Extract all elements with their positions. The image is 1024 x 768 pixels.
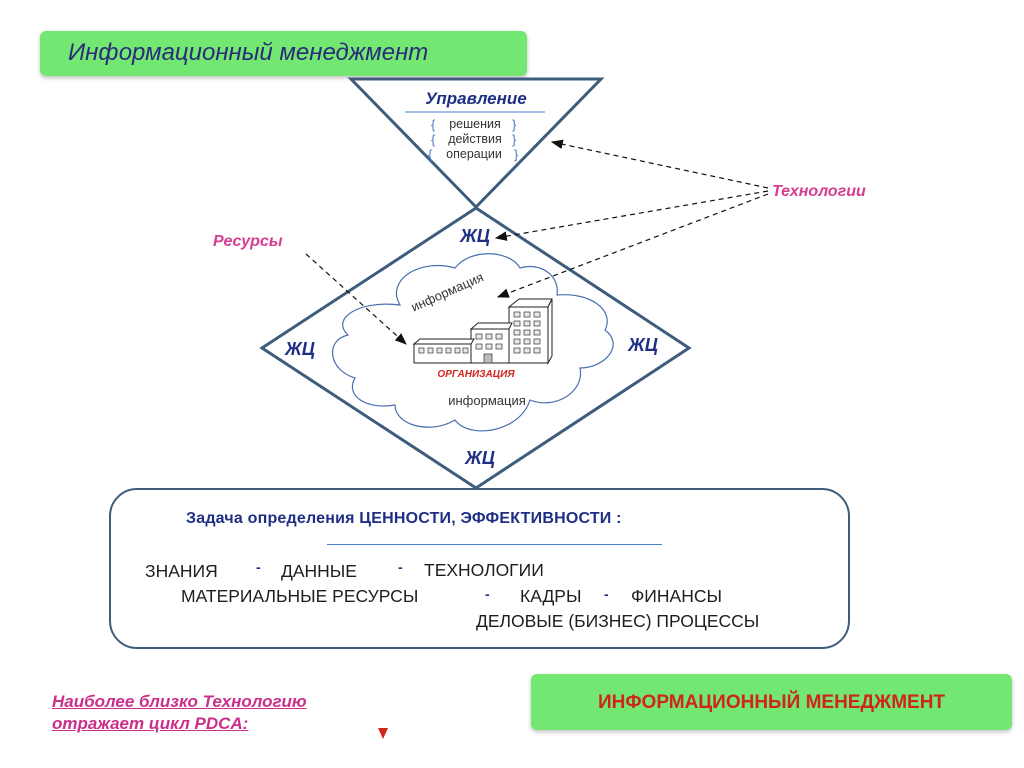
task-title: Задача определения ЦЕННОСТИ, ЭФФЕКТИВНОС…	[186, 510, 622, 527]
task-item-business-processes: ДЕЛОВЫЕ (БИЗНЕС) ПРОЦЕССЫ	[476, 611, 760, 631]
bottom-banner-label: ИНФОРМАЦИОННЫЙ МЕНЕДЖМЕНТ	[597, 692, 946, 713]
task-item-data: ДАННЫЕ	[281, 561, 357, 581]
svg-text:}: }	[512, 117, 517, 132]
task-separator: -	[604, 586, 609, 602]
svg-text:операции: операции	[446, 147, 502, 161]
task-item-material-resources: МАТЕРИАЛЬНЫЕ РЕСУРСЫ	[181, 586, 419, 606]
page-title: Информационный менеджмент	[68, 39, 429, 66]
organization-label: ОРГАНИЗАЦИЯ	[437, 369, 515, 380]
bottom-banner	[531, 674, 1012, 730]
lifecycle-label-bottom: ЖЦ	[464, 448, 495, 468]
pdca-note: Наиболее близко Технологию отражает цикл…	[52, 691, 307, 735]
task-separator: -	[485, 586, 490, 602]
management-heading: Управление	[425, 89, 527, 108]
task-item-finance: ФИНАНСЫ	[631, 586, 722, 606]
triangle-item-operations: { операции }	[428, 147, 519, 162]
triangle-item-actions: { действия }	[431, 132, 517, 147]
svg-text:{: {	[428, 147, 433, 162]
svg-text:{: {	[431, 117, 436, 132]
technologies-label: Технологии	[772, 183, 866, 200]
task-item-staff: КАДРЫ	[520, 586, 582, 606]
pdca-note-line1: Наиболее близко Технологию	[52, 692, 307, 711]
management-triangle	[347, 77, 605, 210]
info-label-bottom: информация	[448, 393, 526, 408]
svg-text:решения: решения	[449, 117, 501, 131]
resources-arrow	[305, 253, 407, 345]
task-item-knowledge: ЗНАНИЯ	[145, 561, 218, 581]
lifecycle-label-top: ЖЦ	[459, 226, 490, 246]
technologies-arrow-lifecycle	[494, 190, 769, 241]
task-item-technologies: ТЕХНОЛОГИИ	[424, 560, 544, 580]
title-banner	[40, 31, 527, 76]
triangle-item-decisions: { решения }	[431, 117, 517, 132]
svg-text:}: }	[512, 132, 517, 147]
lifecycle-label-right: ЖЦ	[627, 335, 658, 355]
task-divider	[327, 544, 662, 545]
building-icon	[412, 298, 553, 365]
task-separator: -	[256, 559, 261, 575]
technologies-arrow-management	[550, 139, 769, 189]
svg-text:}: }	[514, 147, 519, 162]
arrow-down-icon	[378, 728, 388, 739]
svg-text:действия: действия	[448, 132, 502, 146]
resources-label: Ресурсы	[213, 233, 283, 250]
task-separator: -	[398, 559, 403, 575]
technologies-arrow-organization	[496, 193, 769, 298]
lifecycle-label-left: ЖЦ	[284, 339, 315, 359]
svg-text:{: {	[431, 132, 436, 147]
task-panel	[109, 488, 850, 649]
pdca-note-line2: отражает цикл PDCA:	[52, 714, 249, 733]
